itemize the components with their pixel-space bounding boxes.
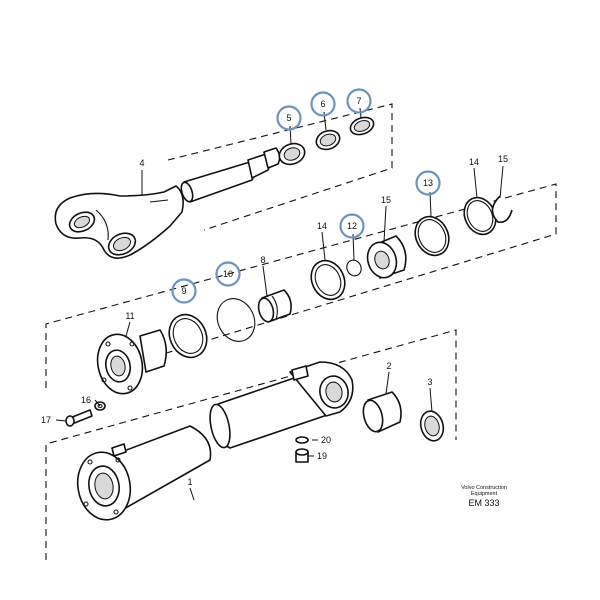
piston-assembly-frame [45, 183, 557, 388]
callout-11: 11 [125, 311, 134, 321]
part-7-wiper [349, 116, 375, 136]
callout-3: 3 [427, 377, 432, 387]
part-15-piston [366, 235, 407, 279]
part-12-oring [346, 259, 362, 277]
callout-10: 10 [223, 269, 233, 279]
part-11-cylinder-head [96, 329, 168, 395]
part-3-seal [419, 410, 445, 442]
callout-15: 15 [381, 195, 391, 205]
highlight-rings [171, 88, 441, 304]
callout-7: 7 [356, 96, 361, 106]
part-16-lock-ring [491, 195, 513, 224]
callout-17: 16 [81, 395, 91, 405]
part-5-seal [278, 142, 306, 166]
part-13-piston-seal [414, 215, 450, 257]
callout-18: 17 [41, 415, 51, 425]
callout-6: 6 [320, 99, 325, 109]
callout-1: 1 [187, 477, 192, 487]
credit-line-2: Equipment [471, 491, 498, 497]
callout-4: 4 [139, 158, 144, 168]
part-10-backup-ring [216, 298, 256, 342]
part-1-cylinder-tube [76, 361, 354, 521]
part-8-bushing [257, 289, 292, 323]
part-2-bushing [362, 391, 402, 433]
callout-14-lower: 14 [317, 221, 327, 231]
callout-labels: 4 5 6 7 13 14 15 14 12 15 8 10 9 11 16 1… [41, 96, 508, 487]
part-14-guide-ring-upper [463, 196, 497, 236]
callout-13: 13 [423, 178, 433, 188]
callout-16: 15 [498, 154, 508, 164]
tube-assembly-frame [45, 329, 457, 560]
part-9-oring [168, 313, 208, 359]
callout-19: 19 [317, 451, 327, 461]
callout-8: 8 [260, 255, 265, 265]
callout-9: 9 [181, 286, 186, 296]
callout-5: 5 [286, 113, 291, 123]
credit-line-1: Volvo Construction [461, 485, 507, 491]
callout-14-upper: 14 [469, 157, 479, 167]
credit-block: Volvo Construction Equipment EM 333 [461, 485, 507, 508]
drawing-code: EM 333 [468, 498, 499, 508]
part-20-washer [295, 436, 309, 444]
callout-12: 12 [347, 221, 357, 231]
part-18-screw [65, 409, 93, 427]
callout-20: 20 [321, 435, 331, 445]
part-19-plug [295, 448, 309, 463]
part-6-seal [315, 129, 341, 151]
callout-2: 2 [386, 361, 391, 371]
part-4-piston-rod [54, 147, 281, 259]
part-14-guide-ring-lower [310, 259, 346, 301]
